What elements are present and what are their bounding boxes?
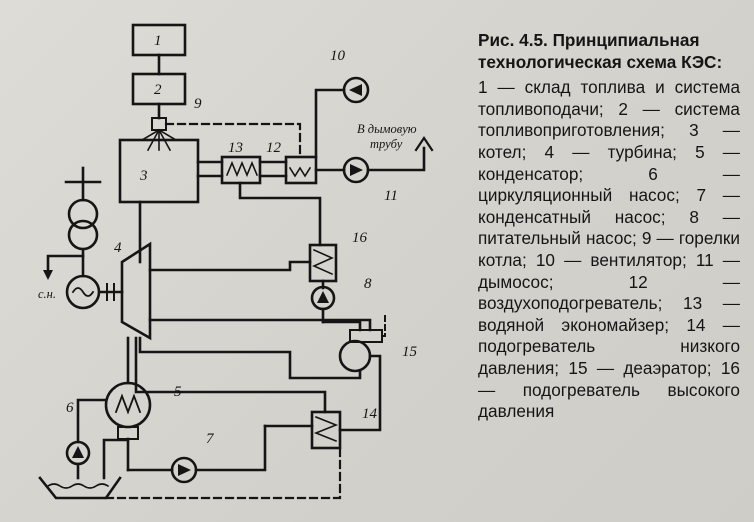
chimney-label-line2: трубу [370, 137, 403, 151]
label-8: 8 [364, 276, 372, 292]
deaerator-extraction-line [148, 318, 372, 332]
condenser [104, 381, 152, 429]
label-16: 16 [352, 230, 368, 246]
label-7: 7 [206, 431, 215, 447]
feed-pump-arrow [317, 291, 329, 303]
cooling-pond [38, 476, 122, 500]
cooling-pond-water [46, 483, 110, 489]
label-6: 6 [66, 400, 74, 416]
condenser-coil [114, 393, 142, 415]
label-5: 5 [174, 384, 182, 400]
label-9: 9 [194, 96, 202, 112]
smoke-exhauster-arrow [350, 164, 363, 176]
label-14: 14 [362, 406, 378, 422]
lp-extraction-line-2 [134, 336, 327, 414]
turbine [120, 241, 152, 341]
deaerator-tank [338, 339, 372, 373]
label-1: 1 [154, 33, 162, 49]
own-needs-arrow [43, 270, 53, 280]
chimney-arrow [414, 136, 434, 152]
generator-symbol [71, 287, 95, 297]
boiler [118, 138, 200, 204]
air-duct-dashed [164, 122, 302, 159]
condensate-pump-discharge [194, 424, 267, 472]
caption-title: Рис. 4.5. Принципиальная технологическая… [478, 30, 723, 72]
label-12: 12 [266, 140, 282, 156]
economizer-coil [225, 160, 259, 178]
economizer-feed-pipe [238, 181, 322, 247]
chimney-duct [366, 146, 426, 172]
label-13: 13 [228, 140, 243, 156]
burner [151, 117, 167, 131]
lp-heater-to-deaerator [338, 354, 382, 432]
caption-legend: 1 — склад топлива и система топливоподач… [478, 77, 740, 422]
hp-heater-coil [312, 248, 334, 276]
figure-caption: Рис. 4.5. Принципиальная технологическая… [478, 30, 740, 423]
cooling-water-inlet [76, 398, 108, 444]
label-15: 15 [402, 344, 418, 360]
deaerator-extraction-dashed [381, 315, 386, 337]
circulation-pump-arrow [72, 446, 84, 458]
lp-heater-coil [313, 415, 339, 443]
condensate-pump-arrow [178, 464, 191, 476]
label-2: 2 [154, 82, 162, 98]
label-3: 3 [139, 168, 148, 184]
own-needs-line [46, 254, 85, 276]
deaerator-connection [321, 320, 362, 332]
air-heater-coil [288, 166, 312, 178]
cooling-water-return [102, 438, 130, 480]
hp-extraction-line [148, 260, 312, 272]
lp-extraction-line-1 [138, 336, 362, 380]
chimney-label-line1: В дымовую [357, 122, 417, 136]
condenser-hotwell [117, 426, 139, 440]
label-10: 10 [330, 48, 346, 64]
condensate-pump [170, 456, 198, 484]
transformer-upper-winding [67, 198, 99, 230]
label-4: 4 [114, 240, 122, 256]
label-11: 11 [384, 188, 398, 204]
kes-process-diagram: 1 2 9 3 13 12 10 11 4 16 8 15 5 6 14 7 В… [38, 23, 434, 500]
fan-arrow [349, 84, 362, 96]
return-dashed-line [104, 446, 342, 500]
own-needs-label: с.н. [38, 287, 56, 301]
fan-air-line [314, 88, 346, 159]
transformer-lower-winding [67, 219, 99, 251]
